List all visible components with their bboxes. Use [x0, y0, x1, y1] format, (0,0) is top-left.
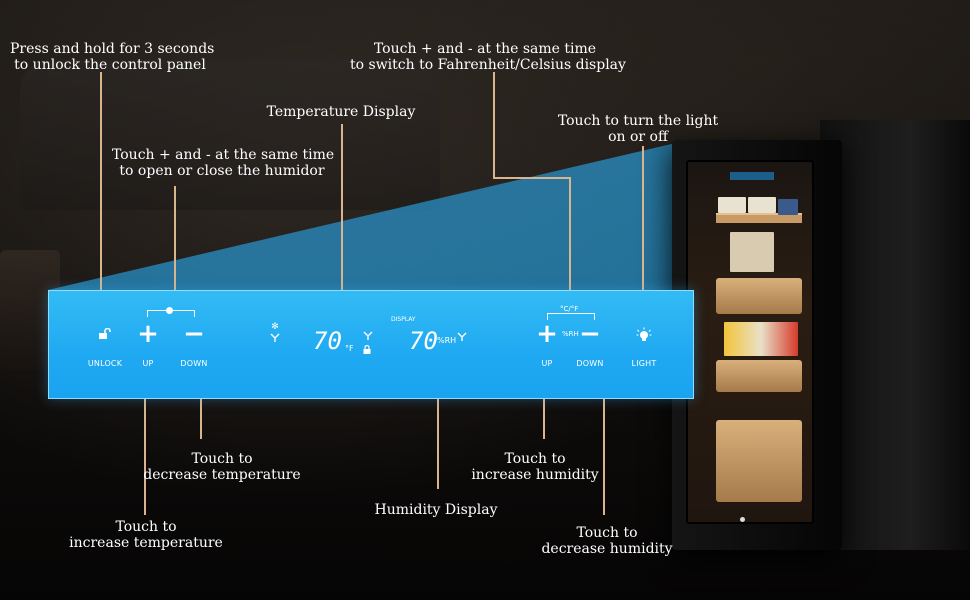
svg-text:✻: ✻: [271, 322, 279, 332]
callout-decrease-humidity-line2: decrease humidity: [541, 541, 673, 557]
callout-light: Touch to turn the light on or off: [556, 113, 720, 145]
callout-line-fahrenheit: [493, 72, 495, 178]
callout-increase-temperature: Touch to increase temperature: [66, 519, 226, 551]
cedar-drawer: [716, 278, 802, 314]
unlock-button[interactable]: UNLOCK: [83, 323, 127, 368]
temp-up-label: UP: [142, 359, 154, 368]
sofa-silhouette: [20, 60, 440, 210]
humidity-up-label: UP: [541, 359, 553, 368]
callout-increase-temperature-line2: increase temperature: [69, 535, 223, 551]
humidity-unit: %RH: [437, 336, 457, 345]
callout-line-fahrenheit-h: [493, 177, 571, 179]
temperature-display: 70 °F: [313, 329, 393, 359]
humidity-fan-icon: [457, 332, 467, 341]
callout-line-decrease-humidity: [603, 397, 605, 515]
callout-line-temperature-display: [341, 124, 343, 290]
unit-toggle-bracket: [547, 313, 595, 320]
temperature-unit: °F: [345, 344, 354, 353]
cooling-icon: ✻: [270, 322, 280, 342]
cigar-box: [718, 197, 746, 213]
callout-unlock-line2: to unlock the control panel: [14, 57, 206, 73]
humidity-minus-icon: −: [579, 319, 601, 349]
humidity-down-label: DOWN: [576, 359, 604, 368]
humidity-up-button[interactable]: + UP: [533, 321, 561, 371]
callout-temperature-display: Temperature Display: [262, 104, 420, 120]
callout-temperature-display-line1: Temperature Display: [266, 104, 416, 120]
callout-line-increase-temperature: [144, 397, 146, 515]
callout-line-humidity-display: [437, 397, 439, 489]
callout-increase-humidity-line2: increase humidity: [471, 467, 599, 483]
fan-icon: [363, 331, 373, 340]
callout-fahrenheit-line2: to switch to Fahrenheit/Celsius display: [350, 57, 626, 73]
minus-icon: −: [183, 319, 205, 349]
callout-increase-temperature-line1: Touch to: [115, 519, 177, 535]
callout-humidor-line1: Touch + and - at the same time: [112, 147, 335, 163]
unlock-label: UNLOCK: [87, 359, 123, 368]
callout-decrease-temperature-line2: decrease temperature: [143, 467, 301, 483]
cigar-box: [778, 199, 798, 215]
callout-humidity-display: Humidity Display: [366, 502, 506, 518]
callout-decrease-humidity: Touch to decrease humidity: [540, 525, 674, 557]
temp-down-button[interactable]: − DOWN: [177, 321, 211, 371]
callout-line-fahrenheit-drop: [569, 177, 571, 290]
callout-light-line2: on or off: [608, 129, 668, 145]
cedar-drawer: [716, 360, 802, 392]
cabinet-display-led: [730, 172, 774, 180]
light-label: LIGHT: [631, 359, 657, 368]
cigar-box-row: [724, 322, 798, 356]
humidity-value: 70: [409, 327, 438, 355]
callout-line-light: [642, 146, 644, 290]
control-panel: UNLOCK + UP − DOWN ✻ 70 °F: [48, 290, 694, 399]
light-bulb-icon: [636, 327, 652, 341]
callout-unlock: Press and hold for 3 seconds to unlock t…: [10, 41, 215, 73]
humidity-display-header: DISPLAY: [391, 316, 416, 323]
unit-toggle-label: °C/°F: [560, 305, 579, 313]
callout-line-decrease-temperature: [200, 397, 202, 439]
callout-fahrenheit-line1: Touch + and - at the same time: [373, 41, 597, 57]
cigar-box: [730, 232, 774, 272]
callout-line-unlock: [100, 72, 102, 290]
humidity-plus-icon: +: [536, 319, 558, 349]
callout-light-line1: Touch to turn the light: [557, 113, 719, 129]
unlock-icon: [99, 328, 111, 339]
temp-down-label: DOWN: [180, 359, 208, 368]
lock-icon: [363, 345, 371, 354]
callout-humidity-display-line1: Humidity Display: [374, 502, 498, 518]
cabinet-side: [820, 120, 970, 550]
humidor-dot-icon: [166, 307, 173, 314]
callout-line-increase-humidity: [543, 397, 545, 439]
temperature-value: 70: [313, 327, 342, 355]
light-button[interactable]: LIGHT: [627, 323, 661, 369]
plus-icon: +: [137, 319, 159, 349]
callout-increase-humidity: Touch to increase humidity: [470, 451, 600, 483]
callout-decrease-temperature-line1: Touch to: [191, 451, 253, 467]
cigar-box: [748, 197, 776, 213]
humidity-button-unit: %RH: [562, 330, 579, 338]
temp-up-button[interactable]: + UP: [133, 321, 163, 371]
callout-decrease-humidity-line1: Touch to: [576, 525, 638, 541]
callout-unlock-line1: Press and hold for 3 seconds: [10, 41, 215, 57]
callout-decrease-temperature: Touch to decrease temperature: [142, 451, 302, 483]
cedar-bottom-drawer: [716, 420, 802, 502]
cabinet-shelf: [716, 213, 802, 223]
callout-line-humidor: [174, 186, 176, 290]
callout-fahrenheit: Touch + and - at the same time to switch…: [350, 41, 626, 73]
humidity-down-button[interactable]: − DOWN: [573, 321, 607, 371]
cabinet-lock: [740, 517, 745, 522]
humidity-display: DISPLAY 70 %RH: [391, 317, 501, 361]
callout-humidor-line2: to open or close the humidor: [119, 163, 325, 179]
callout-increase-humidity-line1: Touch to: [504, 451, 566, 467]
callout-humidor: Touch + and - at the same time to open o…: [112, 147, 335, 179]
